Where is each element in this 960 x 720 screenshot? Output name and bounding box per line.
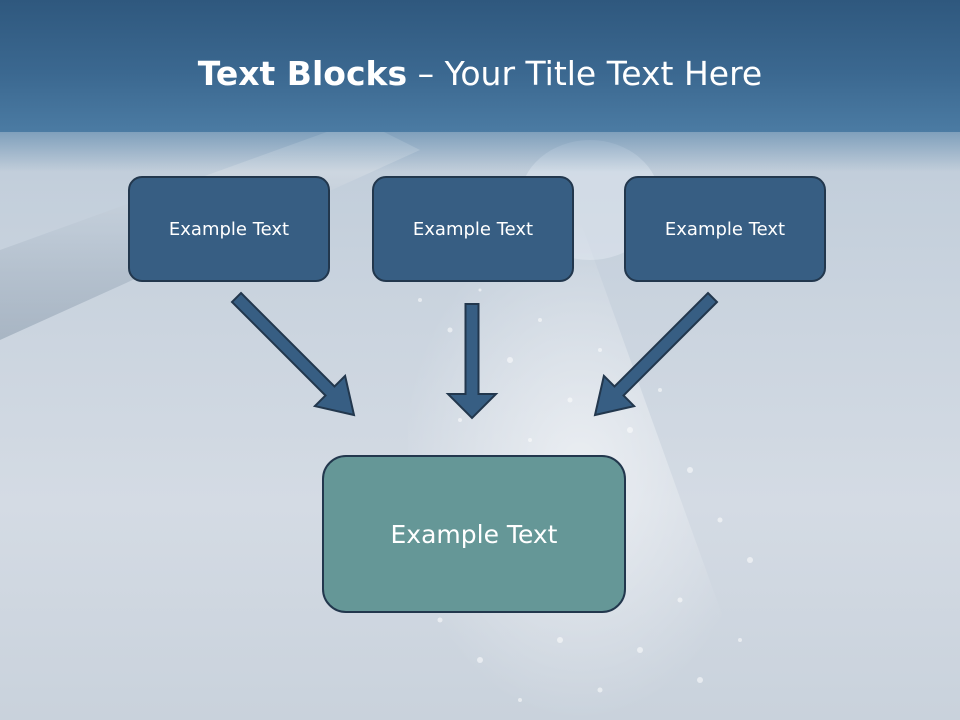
title-separator: – bbox=[407, 54, 445, 93]
arrow-right-icon bbox=[593, 291, 719, 417]
title-rest: Your Title Text Here bbox=[444, 54, 763, 93]
text-box-left-label: Example Text bbox=[168, 218, 290, 240]
text-box-bottom-label: Example Text bbox=[390, 519, 558, 549]
text-box-right[interactable]: Example Text bbox=[624, 176, 826, 282]
title-band bbox=[0, 0, 960, 172]
text-box-center-label: Example Text bbox=[412, 218, 534, 240]
text-box-right-label: Example Text bbox=[664, 218, 786, 240]
arrow-center-icon bbox=[445, 303, 499, 420]
slide-title: Text Blocks – Your Title Text Here bbox=[0, 52, 960, 96]
arrow-left-icon bbox=[230, 291, 356, 417]
text-box-bottom[interactable]: Example Text bbox=[322, 455, 626, 613]
text-box-left[interactable]: Example Text bbox=[128, 176, 330, 282]
title-bold-part: Text Blocks bbox=[197, 54, 408, 93]
text-box-center[interactable]: Example Text bbox=[372, 176, 574, 282]
